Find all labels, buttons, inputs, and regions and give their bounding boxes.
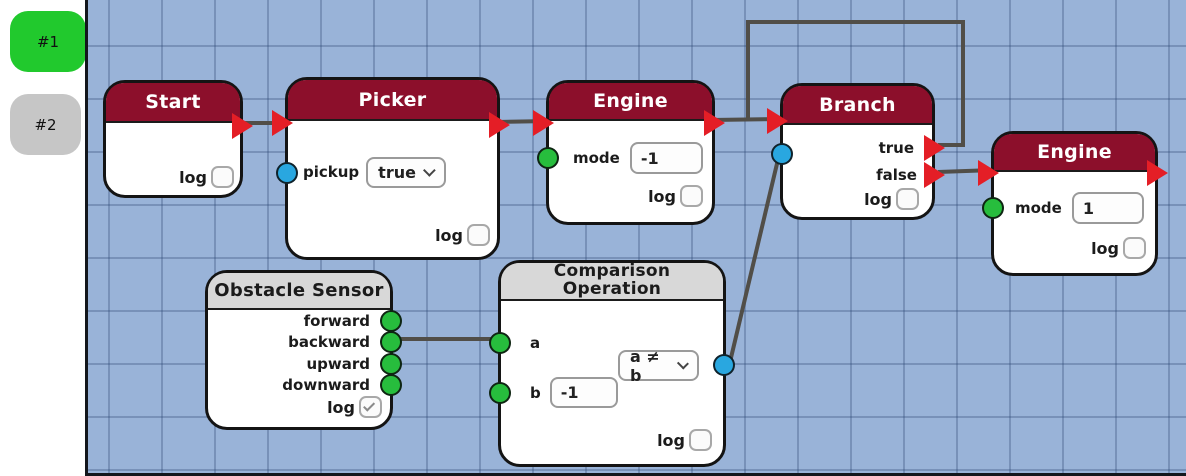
flow-canvas[interactable]: Start log Picker pickup true bbox=[85, 0, 1186, 476]
node-obstacle-sensor[interactable]: Obstacle Sensor forward backward upward … bbox=[205, 270, 402, 430]
comparison-log-label: log bbox=[657, 430, 685, 450]
obstacle-upward-port-icon[interactable] bbox=[380, 353, 402, 375]
node-engine-1-title: Engine bbox=[593, 90, 668, 112]
engine-2-mode-port-icon[interactable] bbox=[982, 197, 1004, 219]
picker-log-label: log bbox=[435, 225, 463, 245]
node-start-title: Start bbox=[145, 91, 201, 113]
picker-log-row: log bbox=[435, 224, 490, 246]
wire-branch-true-loop bbox=[746, 20, 965, 147]
branch-true-out-port-icon[interactable] bbox=[924, 135, 945, 161]
comparison-a-port-icon[interactable] bbox=[489, 332, 511, 354]
picker-pickup-select[interactable]: true bbox=[366, 156, 447, 188]
wire-comparison-to-branch bbox=[728, 150, 782, 363]
obstacle-backward-port-icon[interactable] bbox=[380, 331, 402, 353]
start-log-label: log bbox=[179, 167, 207, 187]
picker-exec-in-port-icon[interactable] bbox=[272, 110, 293, 136]
comparison-result-port-icon[interactable] bbox=[713, 354, 735, 376]
comparison-operator-select[interactable]: a ≠ b bbox=[618, 347, 699, 385]
check-icon bbox=[363, 399, 376, 412]
branch-false-label: false bbox=[876, 166, 917, 184]
obstacle-forward-label: forward bbox=[303, 312, 370, 330]
node-engine-2-header: Engine bbox=[994, 134, 1155, 172]
comparison-operator-value: a ≠ b bbox=[630, 346, 660, 385]
branch-condition-port-icon[interactable] bbox=[771, 143, 793, 165]
engine-2-log-row: log bbox=[1091, 237, 1146, 259]
comparison-log-row: log bbox=[657, 429, 712, 451]
engine-2-mode-row: mode bbox=[1015, 192, 1144, 224]
node-branch-title: Branch bbox=[819, 93, 896, 116]
node-engine-2-title: Engine bbox=[1037, 141, 1112, 163]
chevron-down-icon bbox=[423, 163, 436, 177]
branch-log-row: log bbox=[864, 188, 919, 210]
engine-2-exec-out-port-icon[interactable] bbox=[1147, 160, 1168, 186]
node-start[interactable]: Start log bbox=[103, 80, 253, 198]
engine-2-mode-label: mode bbox=[1015, 199, 1062, 217]
node-engine-1[interactable]: Engine mode log bbox=[533, 80, 725, 225]
engine-1-log-checkbox[interactable] bbox=[680, 185, 703, 207]
tab-page-2-label: #2 bbox=[34, 115, 57, 134]
picker-pickup-row: pickup true bbox=[303, 156, 447, 188]
node-comparison-title-line2: Operation bbox=[562, 279, 662, 299]
node-obstacle-sensor-title: Obstacle Sensor bbox=[214, 280, 384, 301]
comparison-b-row: b bbox=[530, 377, 618, 408]
engine-1-log-row: log bbox=[648, 185, 703, 207]
branch-true-label: true bbox=[878, 139, 914, 157]
engine-2-mode-input[interactable] bbox=[1071, 192, 1144, 224]
engine-1-mode-input[interactable] bbox=[629, 142, 703, 174]
picker-log-checkbox[interactable] bbox=[467, 224, 490, 246]
comparison-a-label: a bbox=[530, 334, 541, 352]
node-picker[interactable]: Picker pickup true log bbox=[272, 77, 510, 260]
tab-page-1[interactable]: #1 bbox=[10, 11, 86, 72]
obstacle-log-label: log bbox=[327, 397, 355, 417]
obstacle-upward-label: upward bbox=[306, 355, 370, 373]
engine-1-exec-out-port-icon[interactable] bbox=[704, 110, 725, 136]
comparison-b-input[interactable] bbox=[549, 377, 618, 408]
branch-log-label: log bbox=[864, 189, 892, 209]
comparison-b-label: b bbox=[530, 383, 541, 402]
engine-2-exec-in-port-icon[interactable] bbox=[978, 160, 999, 186]
engine-1-exec-in-port-icon[interactable] bbox=[533, 110, 554, 136]
obstacle-backward-label: backward bbox=[288, 333, 370, 351]
node-obstacle-sensor-header: Obstacle Sensor bbox=[208, 273, 390, 310]
engine-2-log-label: log bbox=[1091, 238, 1119, 258]
engine-2-log-checkbox[interactable] bbox=[1123, 237, 1146, 259]
tab-page-1-label: #1 bbox=[36, 32, 60, 51]
node-picker-title: Picker bbox=[358, 88, 427, 111]
branch-exec-in-port-icon[interactable] bbox=[767, 108, 788, 134]
engine-1-mode-port-icon[interactable] bbox=[537, 147, 559, 169]
comparison-log-checkbox[interactable] bbox=[689, 429, 712, 451]
picker-pickup-label: pickup bbox=[303, 163, 360, 181]
branch-false-out-port-icon[interactable] bbox=[924, 162, 945, 188]
obstacle-log-checkbox[interactable] bbox=[359, 396, 382, 418]
node-engine-2[interactable]: Engine mode log bbox=[978, 131, 1168, 276]
node-comparison-header: Comparison Operation bbox=[501, 261, 723, 301]
comparison-b-port-icon[interactable] bbox=[489, 382, 511, 404]
engine-1-log-label: log bbox=[648, 186, 676, 206]
obstacle-forward-port-icon[interactable] bbox=[380, 310, 402, 332]
node-engine-1-header: Engine bbox=[549, 83, 712, 121]
page-tabs-sidebar: #1 #2 bbox=[0, 0, 86, 476]
node-branch-header: Branch bbox=[783, 86, 932, 125]
tab-page-2[interactable]: #2 bbox=[10, 94, 81, 155]
picker-exec-out-port-icon[interactable] bbox=[489, 112, 510, 138]
obstacle-log-row: log bbox=[327, 396, 382, 418]
node-branch[interactable]: Branch true false log bbox=[767, 83, 945, 220]
picker-pickup-port-icon[interactable] bbox=[276, 162, 298, 184]
start-exec-out-port-icon[interactable] bbox=[232, 113, 253, 139]
branch-log-checkbox[interactable] bbox=[896, 188, 919, 210]
node-comparison-operation[interactable]: Comparison Operation a b a ≠ b log bbox=[489, 260, 735, 467]
obstacle-downward-port-icon[interactable] bbox=[380, 374, 402, 396]
start-log-checkbox[interactable] bbox=[211, 166, 234, 188]
start-log-row: log bbox=[179, 166, 234, 188]
node-comparison-title-line1: Comparison bbox=[553, 261, 671, 282]
node-start-header: Start bbox=[106, 83, 240, 123]
chevron-down-icon bbox=[676, 357, 689, 370]
obstacle-downward-label: downward bbox=[282, 376, 370, 394]
picker-pickup-value: true bbox=[378, 162, 416, 182]
engine-1-mode-label: mode bbox=[573, 149, 620, 167]
engine-1-mode-row: mode bbox=[573, 142, 703, 174]
node-picker-header: Picker bbox=[288, 80, 497, 121]
